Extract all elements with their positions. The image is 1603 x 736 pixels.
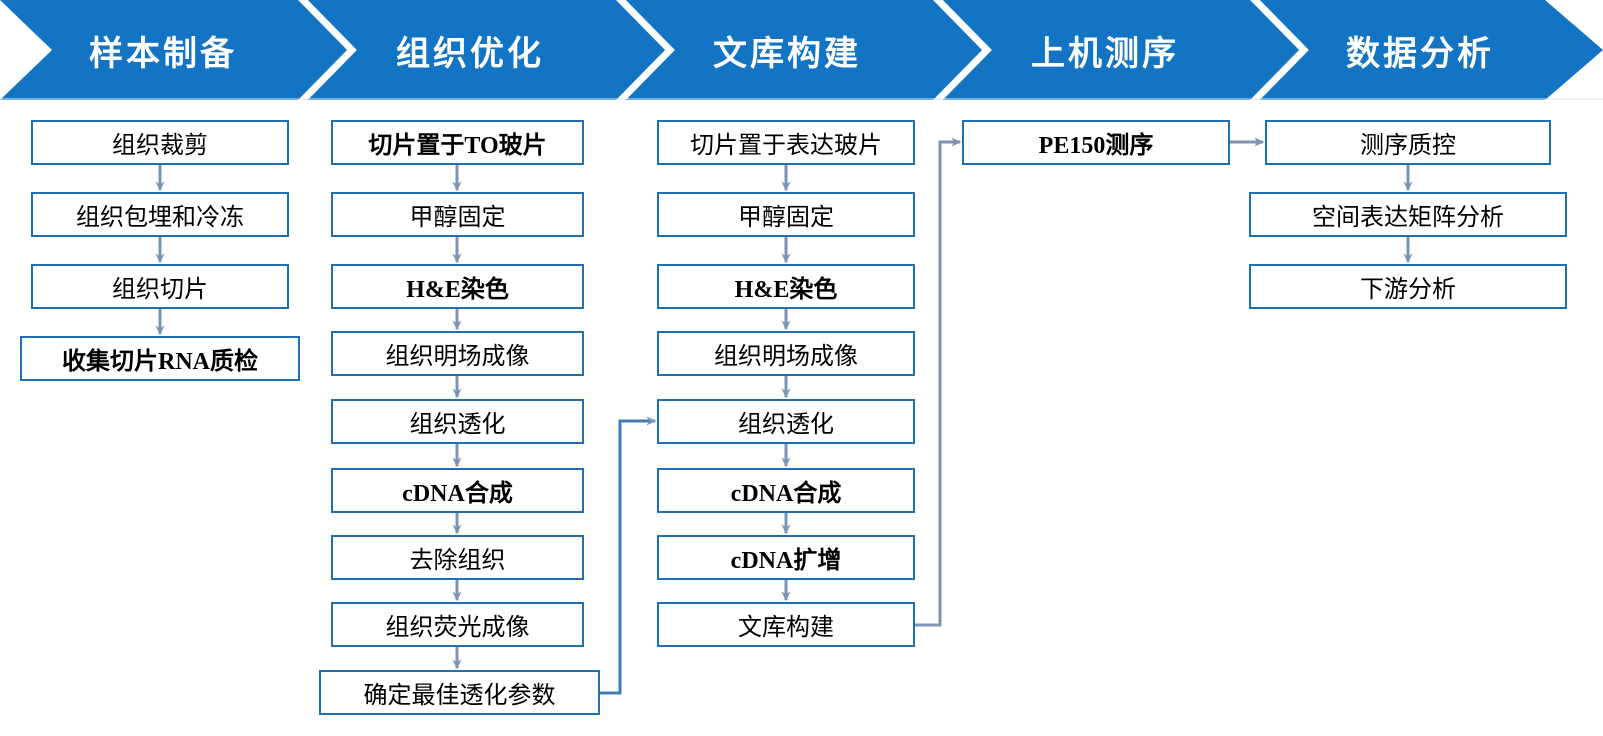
node-tissue-trimming[interactable]: 组织裁剪 (31, 120, 289, 165)
banner-stage-label: 上机测序 (1031, 35, 1179, 73)
banner-stage-tissue-optimization: 组织优化 (340, 0, 600, 100)
banner-stage-label: 样本制备 (89, 35, 237, 73)
node-section-on-expression-slide[interactable]: 切片置于表达玻片 (657, 120, 915, 165)
node-methanol-fixation-to[interactable]: 甲醇固定 (331, 192, 584, 237)
node-pe150-sequencing[interactable]: PE150测序 (962, 120, 1230, 165)
node-he-staining-to[interactable]: H&E染色 (331, 264, 584, 309)
node-spatial-expression-matrix-analysis[interactable]: 空间表达矩阵分析 (1249, 192, 1567, 237)
node-rna-qc[interactable]: 收集切片RNA质检 (20, 336, 300, 381)
banner-stage-library-construction: 文库构建 (657, 0, 917, 100)
banner-chevrons (0, 0, 1603, 100)
banner-stage-data-analysis: 数据分析 (1290, 0, 1550, 100)
node-methanol-fixation-lib[interactable]: 甲醇固定 (657, 192, 915, 237)
node-downstream-analysis[interactable]: 下游分析 (1249, 264, 1567, 309)
node-section-on-to-slide[interactable]: 切片置于TO玻片 (331, 120, 584, 165)
banner-body (0, 0, 1603, 100)
node-tissue-removal[interactable]: 去除组织 (331, 535, 584, 580)
pipeline-banner: 样本制备 组织优化 文库构建 上机测序 数据分析 (0, 0, 1603, 100)
connector-optimization-to-permeabilization (600, 416, 657, 695)
node-cdna-amplification[interactable]: cDNA扩增 (657, 535, 915, 580)
node-optimal-permeabilization-params[interactable]: 确定最佳透化参数 (319, 670, 600, 715)
banner-stage-sample-preparation: 样本制备 (33, 0, 293, 100)
connector-library-to-sequencing (915, 137, 962, 627)
node-cdna-synthesis-to[interactable]: cDNA合成 (331, 468, 584, 513)
node-tissue-sectioning[interactable]: 组织切片 (31, 264, 289, 309)
banner-stage-sequencing: 上机测序 (975, 0, 1235, 100)
node-sequencing-qc[interactable]: 测序质控 (1265, 120, 1551, 165)
banner-stage-label: 数据分析 (1346, 35, 1494, 73)
node-permeabilization-lib[interactable]: 组织透化 (657, 399, 915, 444)
banner-stage-label: 文库构建 (713, 35, 861, 73)
node-brightfield-imaging-lib[interactable]: 组织明场成像 (657, 331, 915, 376)
banner-stage-label: 组织优化 (396, 35, 544, 73)
node-brightfield-imaging-to[interactable]: 组织明场成像 (331, 331, 584, 376)
node-fluorescence-imaging[interactable]: 组织荧光成像 (331, 602, 584, 647)
node-permeabilization-to[interactable]: 组织透化 (331, 399, 584, 444)
node-cdna-synthesis-lib[interactable]: cDNA合成 (657, 468, 915, 513)
node-he-staining-lib[interactable]: H&E染色 (657, 264, 915, 309)
banner-separators (298, 0, 1309, 100)
node-embedding-freezing[interactable]: 组织包埋和冷冻 (31, 192, 289, 237)
node-library-construction[interactable]: 文库构建 (657, 602, 915, 647)
